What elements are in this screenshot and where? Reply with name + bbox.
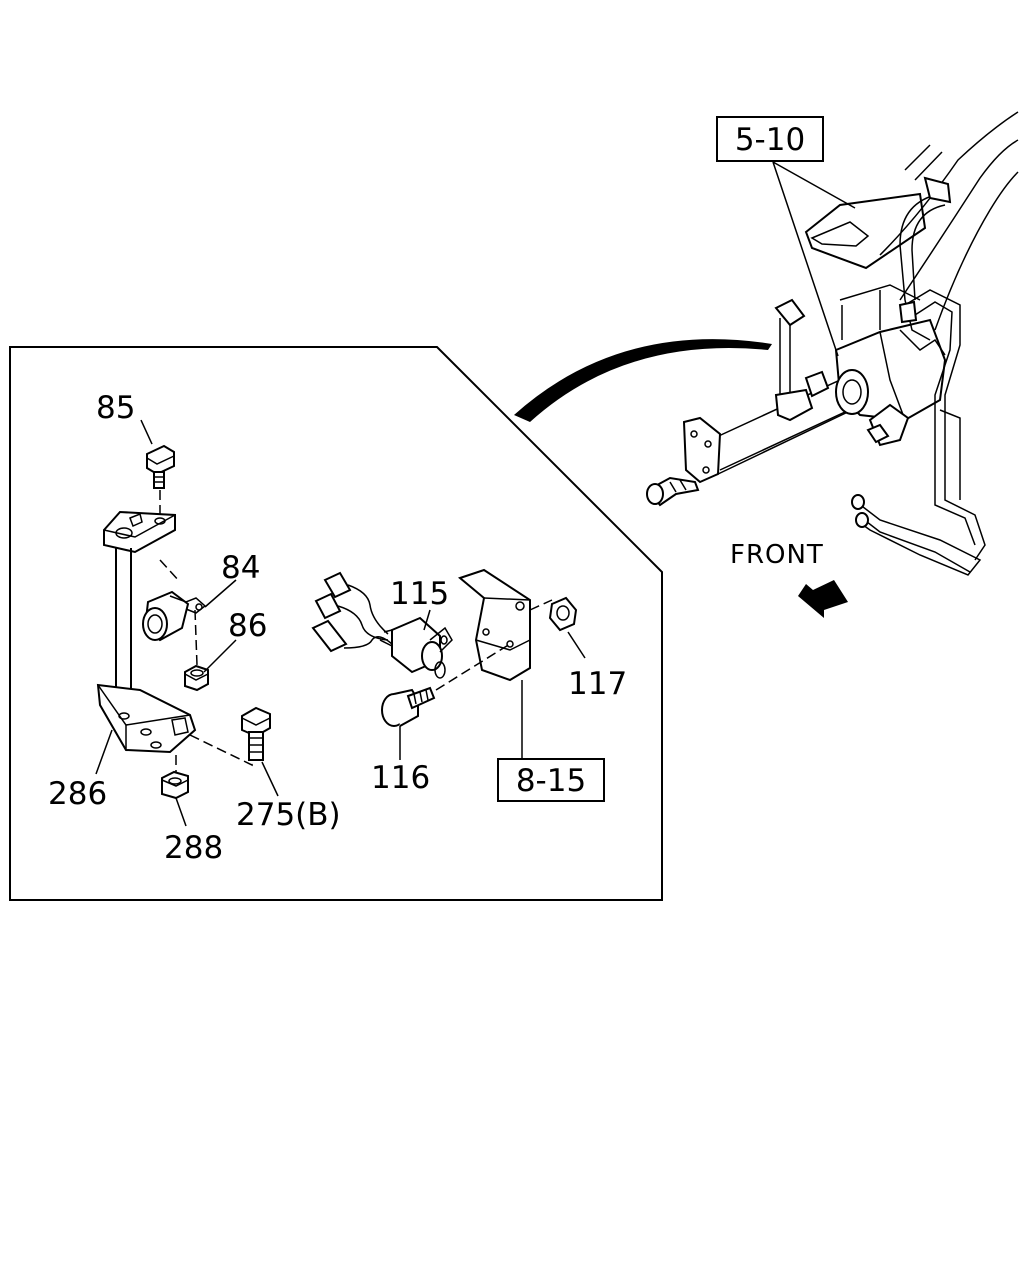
ref-box-5-10 — [716, 116, 824, 162]
part-label-86: 86 — [228, 608, 267, 644]
detail-inset-frame — [9, 346, 663, 901]
bolt-116 — [381, 686, 436, 727]
ref-label-5-10[interactable]: 5-10 — [735, 122, 805, 158]
bracket-8-15 — [457, 568, 531, 682]
part-label-288: 288 — [164, 830, 223, 866]
sensor-84 — [142, 590, 207, 642]
front-label: FRONT — [730, 540, 824, 570]
part-label-116: 116 — [371, 760, 430, 796]
nut-86 — [184, 664, 209, 692]
ref-label-8-15[interactable]: 8-15 — [516, 763, 586, 799]
bolt-85 — [146, 444, 175, 489]
switch-115 — [311, 571, 453, 679]
part-label-286: 286 — [48, 776, 107, 812]
curved-pointer-icon — [514, 339, 772, 422]
leader-lines — [95, 419, 586, 827]
part-label-84: 84 — [221, 550, 260, 586]
ref-box-8-15 — [497, 758, 605, 802]
part-label-115: 115 — [390, 576, 449, 612]
nut-117 — [548, 596, 578, 632]
nut-288 — [161, 770, 189, 800]
part-label-117: 117 — [568, 666, 627, 702]
bolt-275b — [241, 706, 271, 761]
front-arrow-icon — [798, 580, 848, 618]
stay-286 — [96, 510, 197, 754]
part-label-85: 85 — [96, 390, 135, 426]
steering-assembly — [646, 111, 1019, 576]
leader-5-10 — [772, 161, 856, 357]
part-label-275b: 275(B) — [236, 797, 341, 833]
